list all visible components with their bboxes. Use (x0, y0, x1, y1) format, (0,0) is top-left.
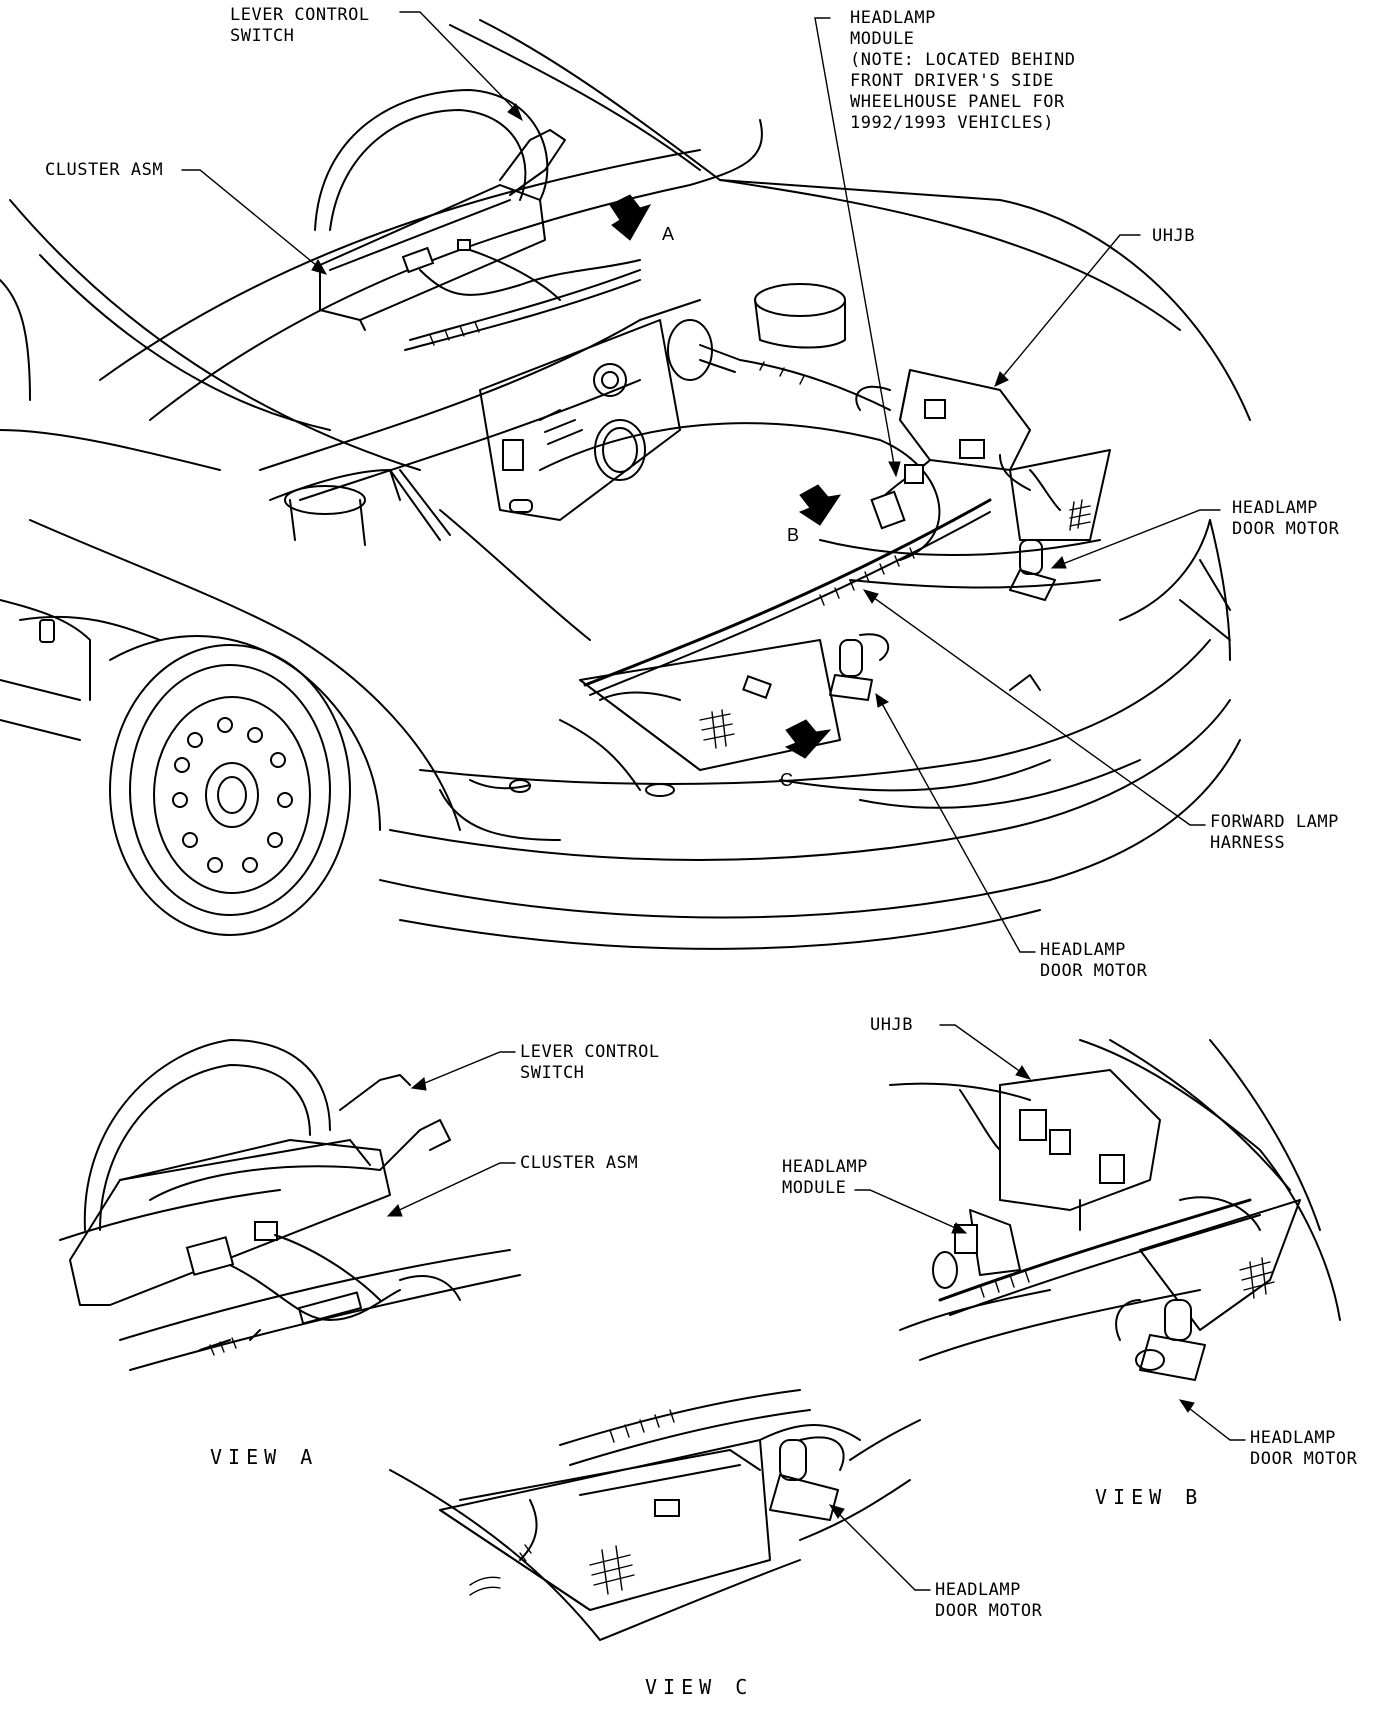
view-c-arrow-main (784, 719, 832, 759)
view-c-detail (389, 1389, 921, 1641)
view-c-title: VIEW C (645, 1675, 754, 1699)
forward-lamp-harness-label: FORWARD LAMP HARNESS (1210, 812, 1339, 853)
view-c-arrow-letter: C (780, 770, 793, 790)
view-b-headlamp-door-motor-label: HEADLAMP DOOR MOTOR (1250, 1428, 1358, 1469)
view-a-arrow-letter: A (662, 224, 675, 244)
view-b-headlamp-module-label: HEADLAMP MODULE (782, 1157, 868, 1198)
leader-lines-view-a (386, 1051, 516, 1217)
leader-lines-view-c (828, 1504, 931, 1591)
uhjb-label: UHJB (1152, 226, 1195, 246)
headlamp-module-label: HEADLAMP MODULE (NOTE: LOCATED BEHIND FR… (850, 8, 1076, 133)
wheel-holes (172, 717, 293, 873)
view-a-lever-control-switch-label: LEVER CONTROL SWITCH (520, 1042, 660, 1083)
view-c-headlamp-door-motor-label: HEADLAMP DOOR MOTOR (935, 1580, 1043, 1621)
view-b-arrow-letter: B (787, 525, 800, 545)
forward-lamp-harness-line (583, 498, 992, 696)
headlamp-door-motor-label-right: HEADLAMP DOOR MOTOR (1232, 498, 1340, 539)
view-a-cluster-asm-label: CLUSTER ASM (520, 1153, 639, 1173)
view-b-detail (889, 1039, 1341, 1381)
view-b-uhjb-label: UHJB (870, 1015, 913, 1035)
view-b-arrow-main (798, 484, 842, 526)
lever-control-switch-label: LEVER CONTROL SWITCH (230, 5, 370, 46)
view-a-detail (59, 1039, 521, 1371)
view-b-title: VIEW B (1095, 1485, 1204, 1509)
view-a-arrow-main (609, 194, 652, 241)
car-body-outline (0, 19, 1251, 950)
view-a-title: VIEW A (210, 1445, 319, 1469)
uhjb-box-main (855, 369, 1031, 471)
leader-lines-view-b (854, 1024, 1246, 1441)
headlamp-door-motor-label-center: HEADLAMP DOOR MOTOR (1040, 940, 1148, 981)
center-headlamp-assembly (579, 633, 890, 771)
cluster-asm-label: CLUSTER ASM (45, 160, 164, 180)
right-headlamp-assembly (999, 449, 1111, 601)
leader-lines-main (181, 11, 1221, 953)
